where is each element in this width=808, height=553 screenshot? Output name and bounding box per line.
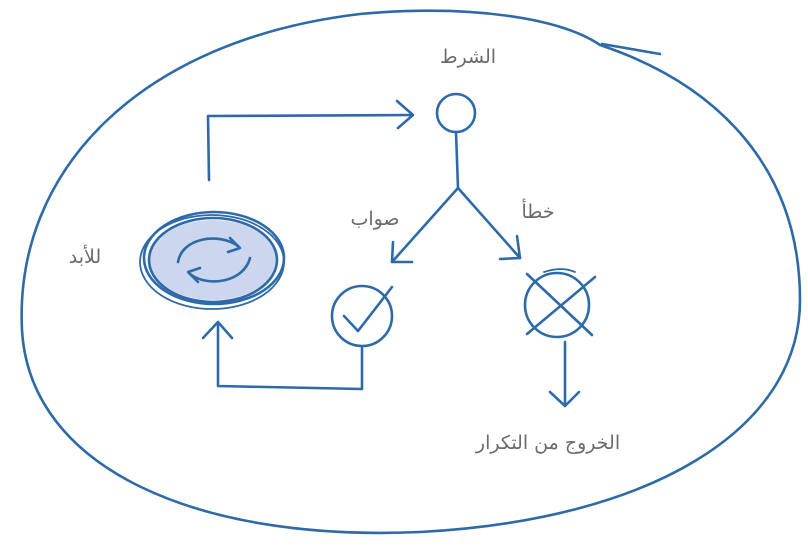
false-arrowhead	[498, 234, 522, 261]
condition-leg-false	[456, 186, 522, 260]
exit-loop-label: الخروج من التكرار	[475, 432, 620, 454]
outer-boundary-overlap	[600, 42, 662, 56]
true-label: صواب	[350, 208, 399, 230]
cross-scribble	[543, 268, 576, 273]
false-label: خطأ	[521, 198, 554, 223]
condition-leg-true	[390, 186, 460, 264]
condition-label: الشرط	[440, 46, 496, 68]
loop-fill	[149, 220, 277, 300]
loop-outline	[147, 216, 279, 304]
condition-body	[454, 130, 460, 190]
cross-circle-icon	[523, 271, 591, 339]
outer-boundary	[20, 9, 802, 535]
condition-head	[435, 92, 477, 134]
true-arrowhead	[390, 240, 414, 264]
return-path	[216, 323, 364, 391]
to-condition-arrowhead	[395, 99, 415, 130]
loop-outline-3	[139, 214, 285, 310]
check-circle-icon	[330, 284, 394, 348]
to-condition-path	[206, 113, 414, 182]
exit-arrowhead	[548, 390, 581, 408]
return-arrowhead	[201, 320, 234, 340]
forever-label: للأبد	[69, 245, 101, 268]
refresh-icon	[176, 236, 252, 284]
cross-mark-icon	[525, 272, 597, 337]
check-mark-icon	[342, 285, 394, 333]
